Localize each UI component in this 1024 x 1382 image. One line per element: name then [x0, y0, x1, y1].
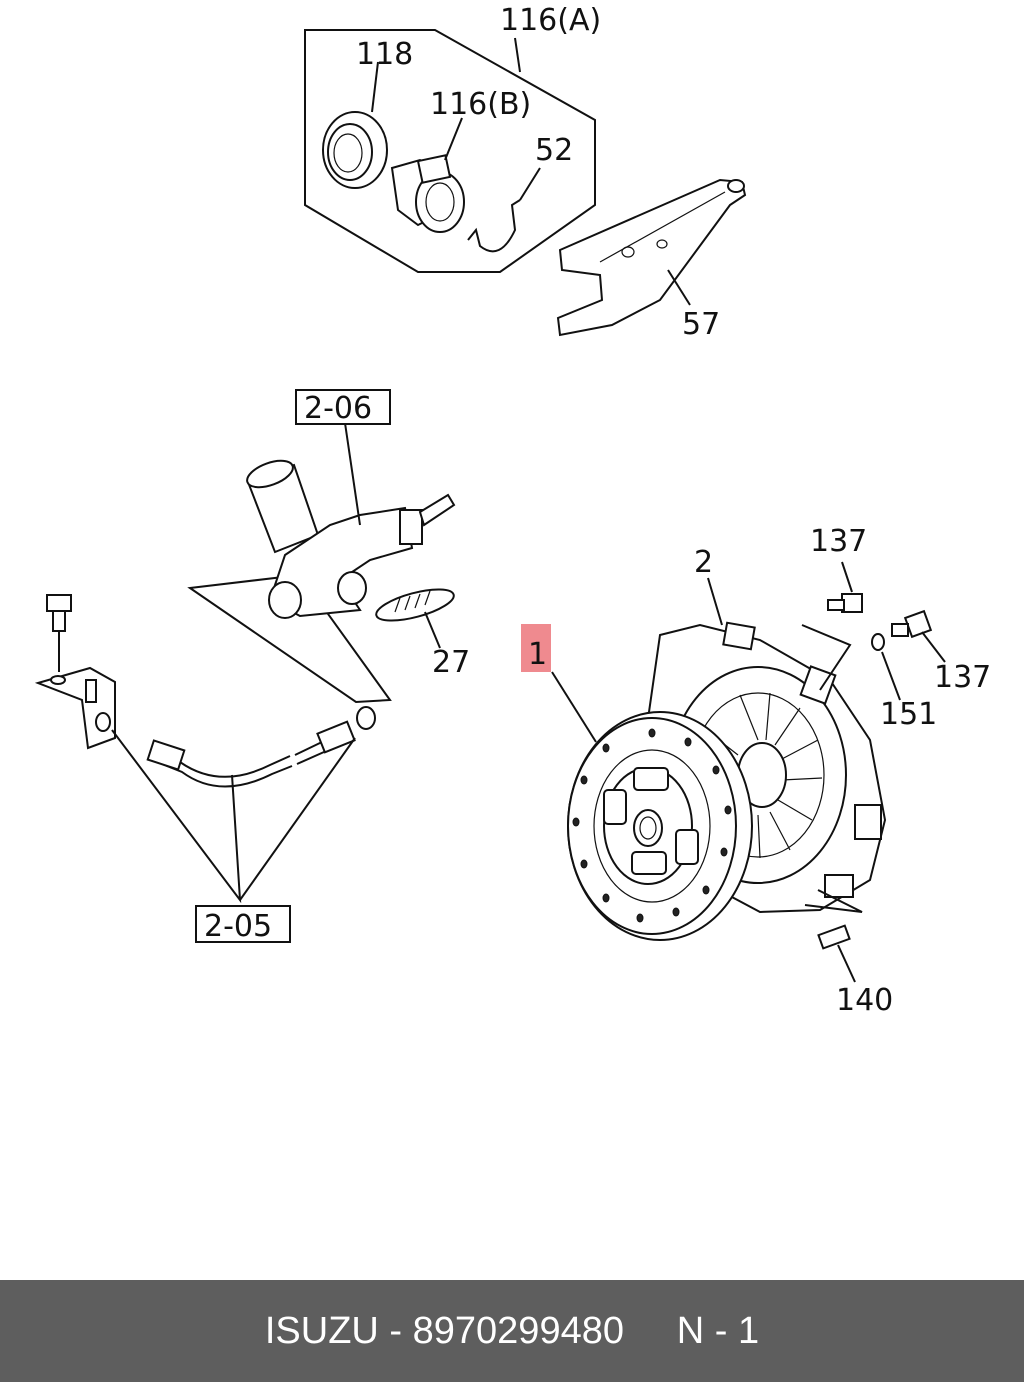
- slave-cylinder: [187, 422, 456, 704]
- callout-52: 52: [535, 133, 573, 168]
- callout-116a: 116(A): [500, 3, 601, 38]
- footer-position: N - 1: [676, 1309, 760, 1352]
- release-bearing-group: [304, 29, 596, 273]
- footer-bar: ISUZU - 8970299480 N - 1: [0, 1280, 1024, 1382]
- callout-2: 2: [694, 545, 713, 580]
- callout-box-2-05: [195, 905, 291, 943]
- footer-brand: ISUZU: [264, 1309, 379, 1352]
- callout-137-right: 137: [934, 660, 991, 695]
- callout-137-top: 137: [810, 524, 867, 559]
- callout-2-05: 2-05: [204, 909, 272, 944]
- callout-116b: 116(B): [430, 87, 531, 122]
- fasteners: [817, 561, 946, 983]
- callout-2-06: 2-06: [304, 391, 372, 426]
- pressure-plate: [643, 577, 887, 914]
- callout-27: 27: [432, 645, 470, 680]
- callout-118: 118: [356, 37, 413, 72]
- callout-box-2-06: [295, 389, 391, 425]
- callout-1: 1: [528, 637, 547, 672]
- footer-part-number: 8970299480: [412, 1309, 624, 1352]
- callout-140: 140: [836, 983, 893, 1018]
- callout-151: 151: [880, 697, 937, 732]
- callout-labels: 116(A) 118 116(B) 52 57 2-06 27 2 137 13…: [195, 3, 991, 1018]
- friction-rivets: [572, 728, 732, 923]
- callout-57: 57: [682, 307, 720, 342]
- callout-highlight-1: [521, 624, 551, 672]
- release-fork: [556, 178, 747, 337]
- footer-gap: [624, 1310, 677, 1353]
- footer-separator: -: [378, 1309, 413, 1352]
- clutch-exploded-diagram: 116(A) 118 116(B) 52 57 2-06 27 2 137 13…: [34, 3, 991, 1018]
- clutch-disc: [551, 671, 753, 941]
- damper-springs: [603, 767, 699, 875]
- clutch-hose-bracket: [34, 594, 376, 904]
